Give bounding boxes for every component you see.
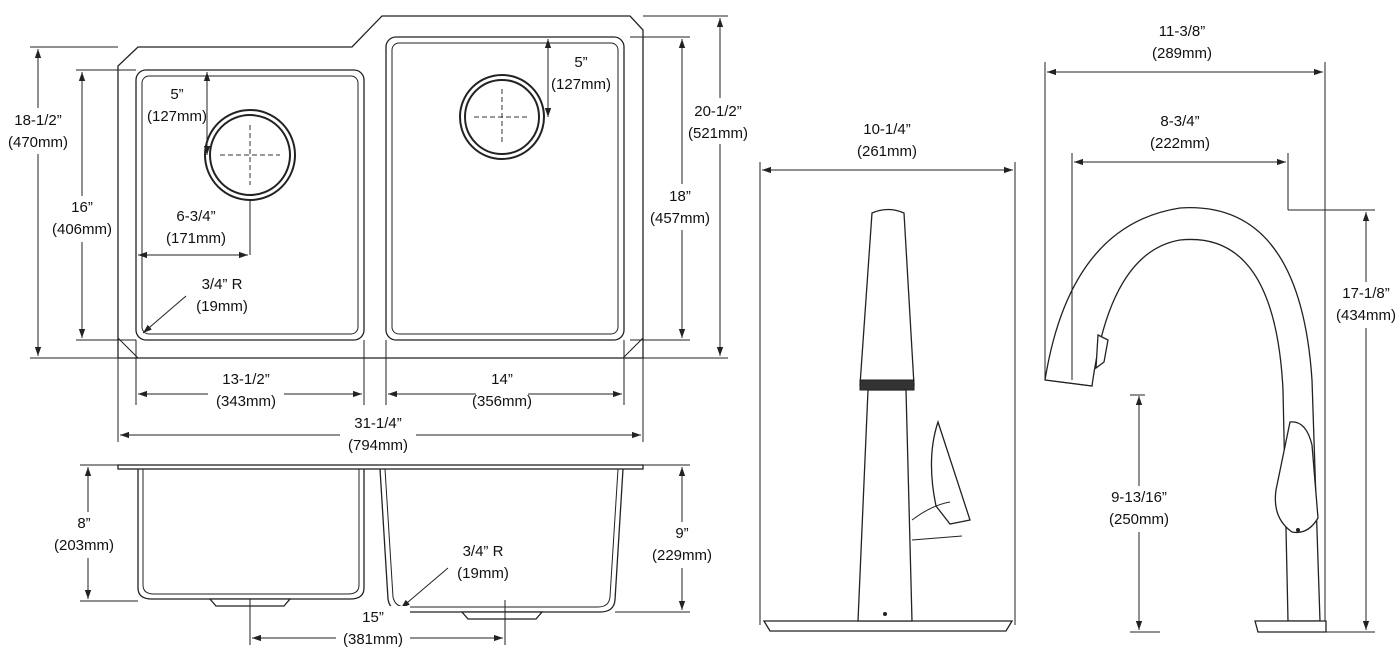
sink-front-view: 8” (203mm) 9” (229mm) 3/4” R (19mm) 15” …	[54, 464, 716, 652]
dim-right-depth-imperial: 9”	[675, 525, 688, 542]
dim-right-depth-metric: (229mm)	[652, 547, 712, 564]
faucet-side-view: 11-3/8” (289mm) 8-3/4” (222mm) 9-13/16” …	[1044, 23, 1398, 633]
dim-left-bowl-height-imperial: 16”	[71, 199, 93, 216]
sink-top-view: 18-1/2” (470mm) 16” (406mm) 5” (127mm) 6…	[4, 15, 752, 454]
dim-right-overall-height-metric: (521mm)	[688, 125, 748, 142]
dim-right-bowl-width-metric: (356mm)	[472, 393, 532, 410]
dim-overall-width-metric: (794mm)	[348, 437, 408, 454]
faucet-body	[857, 389, 913, 622]
dim-left-drain-side-imperial: 6-3/4”	[176, 208, 215, 225]
dim-front-corner-radius-metric: (19mm)	[457, 565, 509, 582]
dim-front-corner-radius-imperial: 3/4” R	[463, 543, 504, 560]
dim-right-overall-height-imperial: 20-1/2”	[694, 103, 742, 120]
left-basin	[137, 469, 365, 600]
dim-right-drain-top-metric: (127mm)	[551, 76, 611, 93]
dim-overall-width-imperial: 31-1/4”	[354, 415, 402, 432]
deck-plate	[762, 620, 1014, 632]
dim-left-bowl-width-imperial: 13-1/2”	[222, 371, 270, 388]
dim-right-bowl-height-imperial: 18”	[669, 188, 691, 205]
dim-overall-height-imperial: 18-1/2”	[14, 112, 62, 129]
dim-left-drain-top-metric: (127mm)	[147, 108, 207, 125]
dim-left-depth-imperial: 8”	[77, 515, 90, 532]
dim-plate-width-imperial: 10-1/4”	[863, 121, 911, 138]
dim-right-bowl-height-metric: (457mm)	[650, 210, 710, 227]
dim-left-corner-radius-imperial: 3/4” R	[202, 276, 243, 293]
right-drain	[459, 74, 545, 160]
dim-left-depth-metric: (203mm)	[54, 537, 114, 554]
left-bowl	[135, 69, 365, 341]
handle-lever	[930, 419, 971, 525]
dim-spout-clearance-imperial: 9-13/16”	[1111, 489, 1167, 506]
dim-overall-height-metric: (470mm)	[8, 134, 68, 151]
dim-left-drain-top-imperial: 5”	[170, 86, 183, 103]
left-drain	[204, 109, 296, 201]
gooseneck-spout	[1044, 207, 1321, 622]
right-bowl	[385, 36, 625, 341]
dim-overall-depth-imperial: 11-3/8”	[1159, 23, 1205, 40]
dim-drain-spacing-metric: (381mm)	[343, 631, 403, 648]
dim-faucet-height-metric: (434mm)	[1336, 307, 1396, 324]
spray-face	[859, 379, 915, 391]
dim-spout-reach-metric: (222mm)	[1150, 135, 1210, 152]
sensor-dot	[883, 612, 887, 616]
dim-left-corner-radius-metric: (19mm)	[196, 298, 248, 315]
sink-outline	[117, 15, 644, 359]
dim-left-bowl-width-metric: (343mm)	[216, 393, 276, 410]
side-handle	[1274, 421, 1319, 534]
spray-button	[1095, 333, 1109, 370]
dim-left-drain-side-metric: (171mm)	[166, 230, 226, 247]
dim-left-bowl-height-metric: (406mm)	[52, 221, 112, 238]
spout-head	[859, 208, 915, 386]
dim-right-bowl-width-imperial: 14”	[491, 371, 513, 388]
faucet-front-view: 10-1/4” (261mm)	[759, 121, 1016, 632]
right-drain-flange	[460, 611, 544, 620]
base-foot	[1254, 620, 1327, 633]
dim-spout-reach-imperial: 8-3/4”	[1160, 113, 1199, 130]
dim-overall-depth-metric: (289mm)	[1152, 45, 1212, 62]
right-basin	[379, 468, 624, 613]
dim-drain-spacing-imperial: 15”	[362, 609, 384, 626]
dim-spout-clearance-metric: (250mm)	[1109, 511, 1169, 528]
sink-rim	[117, 464, 644, 470]
dim-plate-width-metric: (261mm)	[857, 143, 917, 160]
dim-right-drain-top-imperial: 5”	[574, 54, 587, 71]
dim-faucet-height-imperial: 17-1/8”	[1342, 285, 1390, 302]
